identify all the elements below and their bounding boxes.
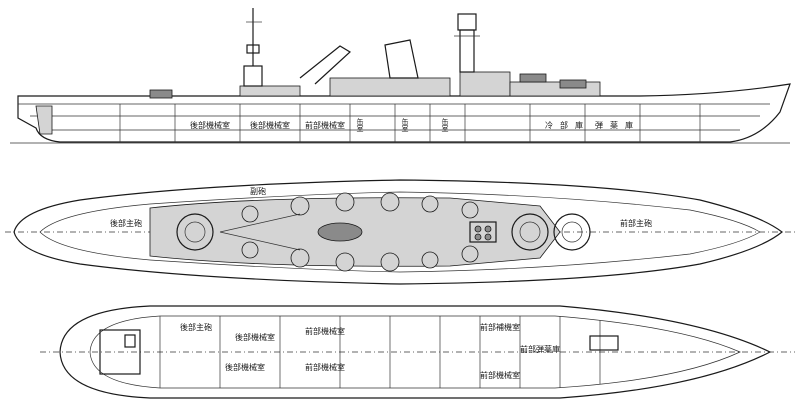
plan-label-aft-turret: 後部主砲	[110, 218, 142, 228]
bridge-top	[457, 13, 477, 31]
secondary-gun-mounts	[241, 192, 479, 272]
profile-label-aft-engine-2: 後部機械室	[250, 120, 290, 130]
hold-side-label-3: 前部機械室	[480, 370, 520, 380]
forward-turret-2-plan	[511, 213, 549, 251]
rudder	[35, 105, 53, 135]
hold-plan-view: 後部機械室 前部機械室 後部機械室 前部機械室 前部弾薬庫 後部主砲 前部補機室…	[40, 305, 795, 399]
aft-mast-base	[243, 65, 263, 87]
plan-label-secondary: 副砲	[250, 186, 266, 196]
funnel-plan	[317, 222, 363, 242]
forward-turret-1-plan	[553, 213, 591, 251]
bow-compartment	[589, 335, 619, 351]
bridge-plan	[469, 221, 497, 243]
aft-deckhouse	[239, 85, 301, 97]
forward-turret-2-profile	[519, 73, 547, 83]
deck-plan-view: 後部主砲 前部主砲 副砲	[5, 179, 795, 285]
profile-view: 後部機械室 後部機械室 前部機械室 缶室 缶室 缶室 冷 部 庫 弾 薬 庫	[10, 8, 791, 144]
hold-side-label-2: 前部補機室	[480, 322, 520, 332]
profile-hull-outline	[17, 83, 791, 143]
plan-label-fwd-turret: 前部主砲	[620, 218, 652, 228]
profile-label-bow-4: 弾	[595, 120, 603, 130]
forward-turret-deck	[509, 81, 601, 97]
aft-turret-plan	[176, 213, 214, 251]
bridge-tower	[459, 29, 475, 73]
profile-bulkheads	[119, 104, 701, 142]
aft-turret-profile	[149, 89, 173, 99]
hold-side-label-1: 後部主砲	[180, 322, 212, 332]
hold-outline	[59, 305, 772, 399]
aft-compartment	[99, 329, 141, 375]
profile-label-fwd-engine: 前部機械室	[305, 120, 345, 130]
midship-superstructure	[329, 77, 451, 97]
profile-label-boiler-2: 缶室	[401, 117, 409, 132]
plan-hull-outline	[13, 179, 783, 285]
hold-label-2: 前部機械室	[305, 326, 345, 336]
profile-label-bow-5: 薬	[610, 120, 618, 130]
bridge-structure	[459, 71, 511, 97]
profile-label-boiler-1: 缶室	[356, 117, 364, 132]
forward-turret-1-profile	[559, 79, 587, 89]
hold-label-5: 前部弾薬庫	[520, 344, 560, 354]
hold-label-4: 前部機械室	[305, 362, 345, 372]
hold-label-3: 後部機械室	[225, 362, 265, 372]
hold-label-1: 後部機械室	[235, 332, 275, 342]
profile-label-bow-6: 庫	[625, 120, 633, 130]
profile-label-bow-1: 冷	[545, 120, 553, 130]
funnel	[384, 39, 419, 79]
profile-label-boiler-3: 缶室	[441, 117, 449, 132]
profile-label-aft-engine: 後部機械室	[190, 120, 230, 130]
profile-label-bow-2: 部	[560, 120, 568, 130]
aircraft-crane	[299, 45, 351, 85]
hold-bulkheads	[159, 316, 601, 388]
profile-label-bow-3: 庫	[575, 120, 583, 130]
